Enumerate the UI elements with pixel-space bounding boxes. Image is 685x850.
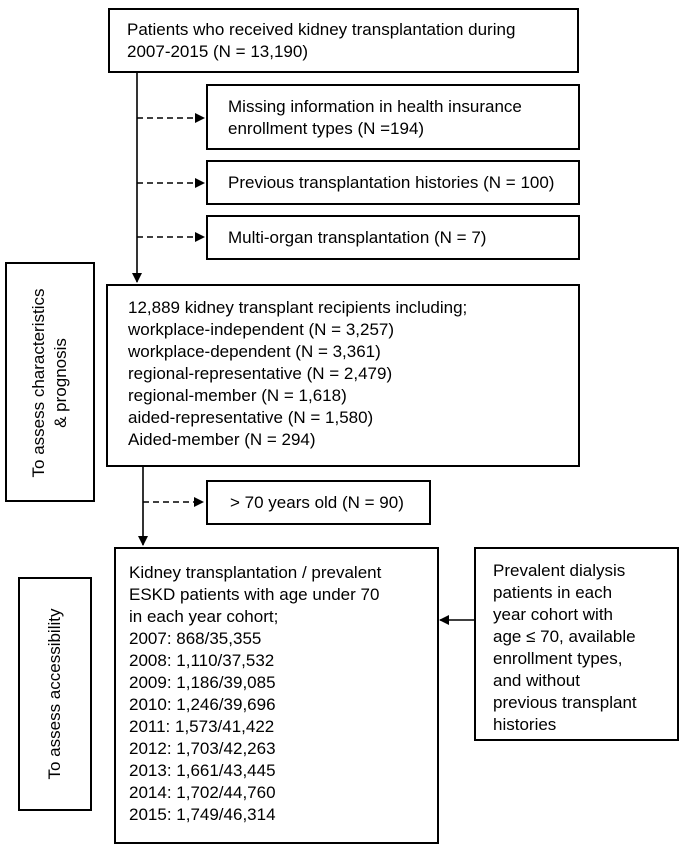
accessibility-line-2: ESKD patients with age under 70 — [129, 585, 380, 604]
exclusion-previous-line-1: Previous transplantation histories (N = … — [228, 173, 555, 192]
accessibility-line-9: 2012: 1,703/42,263 — [129, 739, 276, 758]
dialysis-line-3: year cohort with — [493, 605, 613, 624]
recipients-line-6: aided-representative (N = 1,580) — [128, 408, 374, 427]
accessibility-line-11: 2014: 1,702/44,760 — [129, 783, 276, 802]
initial-population-box: Patients who received kidney transplanta… — [108, 8, 579, 73]
recipients-line-4: regional-representative (N = 2,479) — [128, 364, 393, 383]
accessibility-line-7: 2010: 1,246/39,696 — [129, 695, 276, 714]
dialysis-line-7: previous transplant — [493, 693, 637, 712]
side-label-characteristics-line-1: To assess characteristics — [29, 288, 48, 478]
dialysis-line-2: patients in each — [493, 583, 613, 602]
accessibility-line-1: Kidney transplantation / prevalent — [129, 563, 382, 582]
side-label-characteristics-box: To assess characteristics & prognosis — [5, 262, 95, 502]
recipients-line-5: regional-member (N = 1,618) — [128, 386, 347, 405]
recipients-box: 12,889 kidney transplant recipients incl… — [106, 284, 580, 467]
exclusion-age-box: > 70 years old (N = 90) — [206, 480, 431, 525]
initial-line-2: 2007-2015 (N = 13,190) — [127, 42, 308, 61]
recipients-line-2: workplace-independent (N = 3,257) — [128, 320, 395, 339]
side-label-accessibility-line-1: To assess accessibility — [45, 608, 64, 780]
dialysis-line-5: enrollment types, — [493, 649, 623, 668]
accessibility-line-10: 2013: 1,661/43,445 — [129, 761, 276, 780]
exclusion-previous-box: Previous transplantation histories (N = … — [206, 160, 580, 205]
dialysis-line-1: Prevalent dialysis — [493, 561, 626, 580]
side-label-accessibility: To assess accessibility — [44, 579, 66, 809]
exclusion-multiorgan-line-1: Multi-organ transplantation (N = 7) — [228, 228, 487, 247]
recipients-line-3: workplace-dependent (N = 3,361) — [128, 342, 381, 361]
accessibility-line-8: 2011: 1,573/41,422 — [129, 717, 275, 736]
dialysis-line-4: age ≤ 70, available — [493, 627, 636, 646]
accessibility-line-12: 2015: 1,749/46,314 — [129, 805, 276, 824]
exclusion-multiorgan-box: Multi-organ transplantation (N = 7) — [206, 215, 580, 260]
exclusion-age-line-1: > 70 years old (N = 90) — [230, 493, 404, 512]
dialysis-box: Prevalent dialysis patients in each year… — [474, 547, 679, 741]
accessibility-line-6: 2009: 1,186/39,085 — [129, 673, 276, 692]
accessibility-box: Kidney transplantation / prevalent ESKD … — [114, 547, 439, 844]
exclusion-insurance-box: Missing information in health insurance … — [206, 84, 580, 150]
accessibility-line-3: in each year cohort; — [129, 607, 279, 626]
side-label-characteristics: To assess characteristics & prognosis — [28, 265, 72, 501]
side-label-characteristics-line-2: & prognosis — [51, 338, 70, 428]
dialysis-line-8: histories — [493, 715, 557, 734]
recipients-line-7: Aided-member (N = 294) — [128, 430, 316, 449]
initial-line-1: Patients who received kidney transplanta… — [127, 20, 516, 39]
exclusion-insurance-line-2: enrollment types (N =194) — [228, 119, 425, 138]
side-label-accessibility-box: To assess accessibility — [18, 577, 92, 811]
exclusion-insurance-line-1: Missing information in health insurance — [228, 97, 522, 116]
accessibility-line-5: 2008: 1,110/37,532 — [129, 651, 275, 670]
recipients-line-1: 12,889 kidney transplant recipients incl… — [128, 298, 468, 317]
accessibility-line-4: 2007: 868/35,355 — [129, 629, 262, 648]
dialysis-line-6: and without — [493, 671, 580, 690]
